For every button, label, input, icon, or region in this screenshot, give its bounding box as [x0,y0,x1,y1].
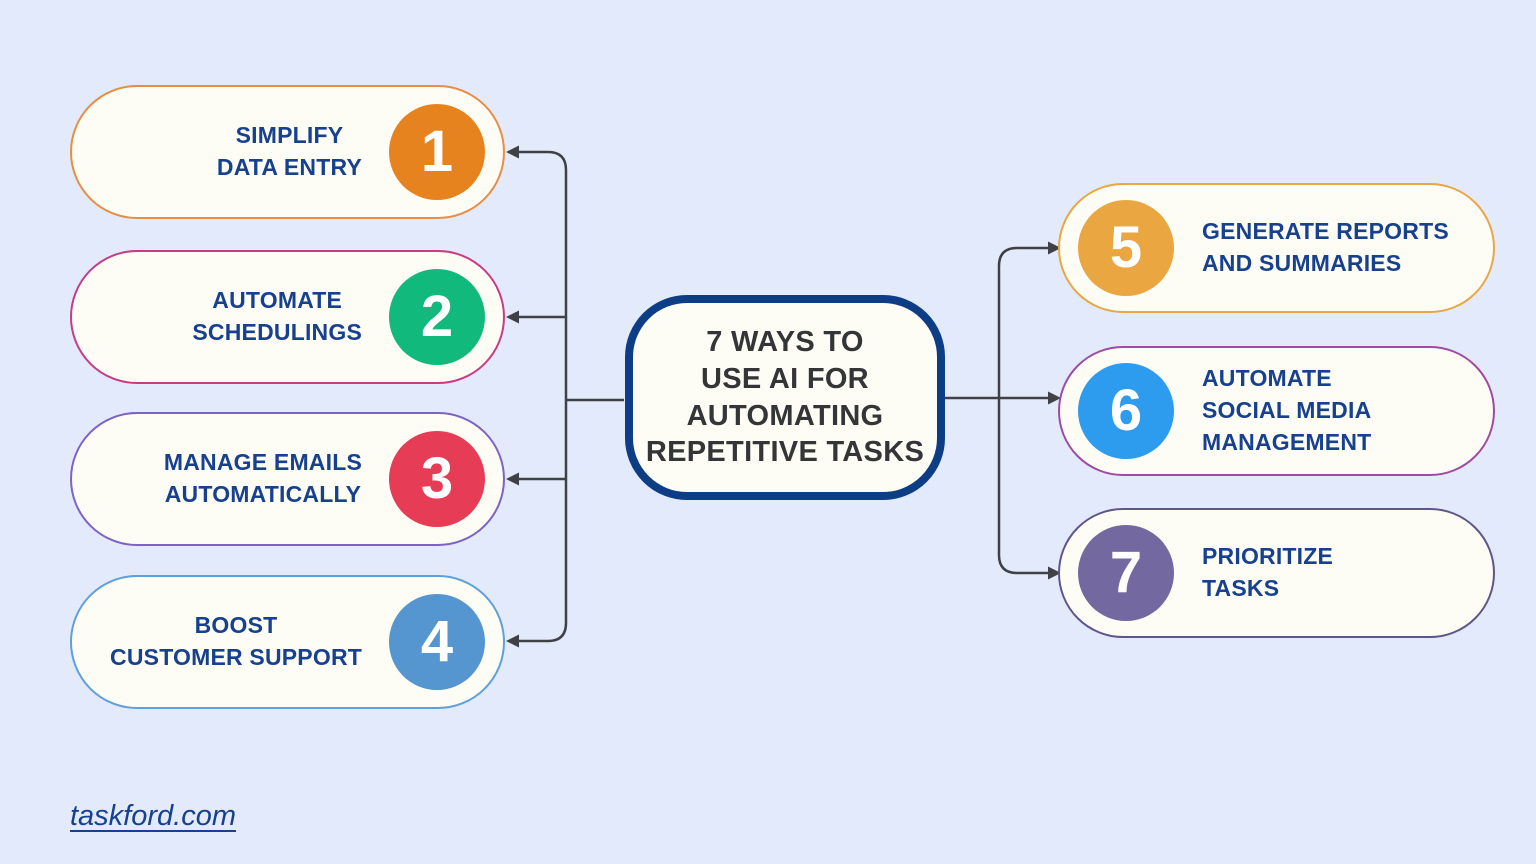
item-number-badge: 3 [389,431,485,527]
item-number-badge: 7 [1078,525,1174,621]
item-pill-generate-reports: 5 GENERATE REPORTS AND SUMMARIES [1058,183,1495,313]
item-number: 7 [1109,540,1143,605]
item-number-badge: 5 [1078,200,1174,296]
item-label-line: MANAGEMENT [1202,428,1372,455]
item-number-badge: 1 [389,104,485,200]
item-number: 5 [1109,215,1143,280]
title-card: 7 WAYS TO USE AI FOR AUTOMATING REPETITI… [625,295,945,500]
title-text: 7 WAYS TO USE AI FOR AUTOMATING REPETITI… [646,324,924,470]
arrowhead-item-1 [506,145,519,159]
item-number-badge: 2 [389,269,485,365]
item-label-line: AUTOMATE [1202,365,1332,392]
item-pill-automate-schedulings: AUTOMATE SCHEDULINGS 2 [70,250,505,384]
item-label-line: AUTOMATICALLY [164,481,362,507]
item-label: SIMPLIFY DATA ENTRY [217,120,362,183]
item-number: 3 [420,446,454,511]
title-line: USE AI FOR [701,362,869,395]
item-label: PRIORITIZE TASKS [1202,541,1333,604]
item-pill-simplify-data-entry: SIMPLIFY DATA ENTRY 1 [70,85,505,219]
item-number: 6 [1109,378,1143,443]
item-label-line: GENERATE REPORTS [1202,218,1449,245]
item-label-line: SOCIAL MEDIA [1202,397,1372,424]
item-pill-automate-social-media: 6 AUTOMATE SOCIAL MEDIA MANAGEMENT [1058,346,1495,476]
item-number-badge: 6 [1078,363,1174,459]
item-label: GENERATE REPORTS AND SUMMARIES [1202,216,1449,279]
title-line: 7 WAYS TO [706,326,864,359]
item-label-line: DATA ENTRY [216,154,362,180]
item-label-line: AUTOMATE [212,287,343,314]
item-label: BOOST CUSTOMER SUPPORT [110,610,362,673]
item-label: AUTOMATE SOCIAL MEDIA MANAGEMENT [1202,363,1371,458]
item-label-line: MANAGE EMAILS [163,449,362,476]
item-number: 1 [420,119,454,184]
title-line: REPETITIVE TASKS [645,436,925,469]
right-connector-trunk [997,246,1049,575]
item-label: AUTOMATE SCHEDULINGS [192,285,362,348]
item-pill-boost-customer-support: BOOST CUSTOMER SUPPORT 4 [70,575,505,709]
item-number-badge: 4 [389,594,485,690]
item-label-line: CUSTOMER SUPPORT [110,644,362,670]
item-label-line: PRIORITIZE [1202,543,1334,570]
arrowhead-item-4 [506,634,519,648]
item-pill-manage-emails: MANAGE EMAILS AUTOMATICALLY 3 [70,412,505,546]
title-line: AUTOMATING [686,399,884,432]
arrowhead-item-2 [506,310,519,324]
item-number: 4 [420,609,454,674]
arrowhead-item-3 [506,472,519,486]
item-label: MANAGE EMAILS AUTOMATICALLY [164,447,362,510]
left-connector-trunk [519,150,568,643]
item-label-line: BOOST [194,612,278,639]
item-label-line: SCHEDULINGS [192,319,362,345]
item-pill-prioritize-tasks: 7 PRIORITIZE TASKS [1058,508,1495,638]
footer-website-link[interactable]: taskford.com [70,800,236,832]
item-label-line: AND SUMMARIES [1202,250,1402,276]
item-number: 2 [420,284,454,349]
item-label-line: SIMPLIFY [235,122,344,149]
item-label-line: TASKS [1202,575,1280,601]
